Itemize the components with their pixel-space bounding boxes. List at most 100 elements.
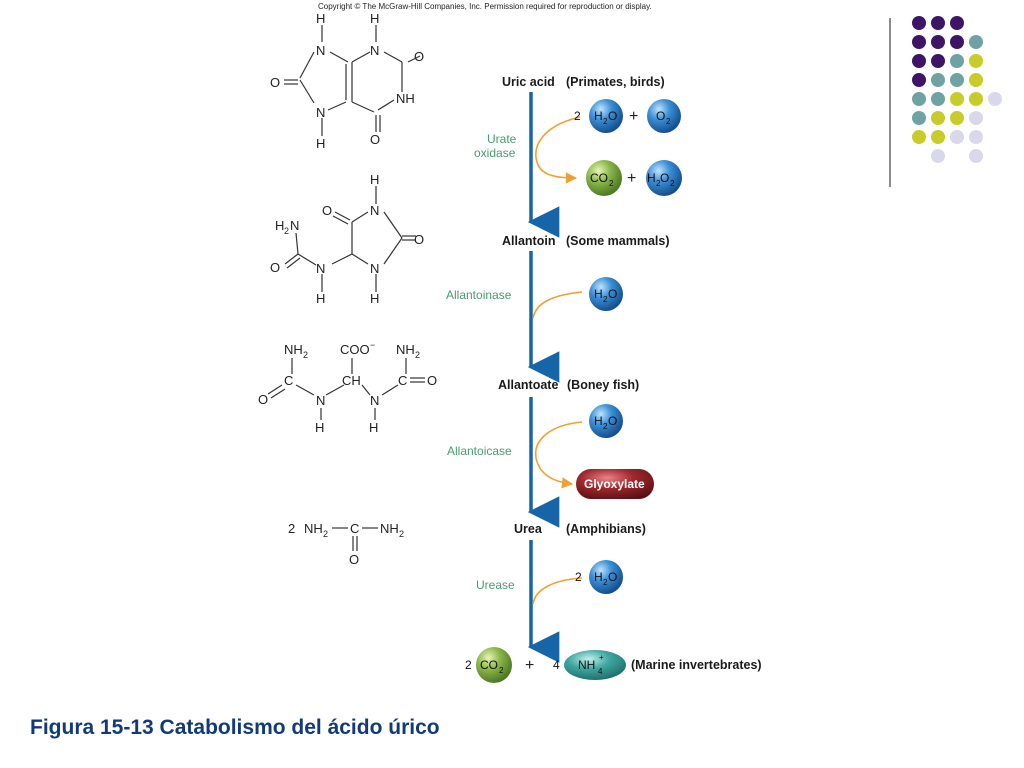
svg-text:N: N bbox=[316, 393, 325, 408]
decorative-dot bbox=[969, 35, 983, 49]
svg-text:2: 2 bbox=[284, 226, 289, 236]
svg-text:O: O bbox=[349, 552, 359, 567]
svg-text:+: + bbox=[525, 657, 534, 674]
svg-text:NH: NH bbox=[396, 91, 415, 106]
decorative-dot bbox=[912, 92, 926, 106]
decorative-dot bbox=[931, 130, 945, 144]
svg-text:COO: COO bbox=[340, 342, 370, 357]
svg-text:2: 2 bbox=[399, 529, 404, 539]
svg-text:N: N bbox=[370, 393, 379, 408]
organisms-uric-acid: (Primates, birds) bbox=[566, 75, 665, 89]
svg-text:N: N bbox=[370, 261, 379, 276]
svg-text:H: H bbox=[594, 570, 603, 584]
svg-text:O: O bbox=[322, 203, 332, 218]
svg-text:H: H bbox=[594, 109, 603, 123]
enzyme-allantoinase: Allantoinase bbox=[446, 288, 512, 302]
svg-text:2: 2 bbox=[575, 570, 582, 584]
decorative-dot bbox=[950, 16, 964, 30]
organisms-allantoate: (Boney fish) bbox=[567, 378, 639, 392]
glyoxylate-pill bbox=[576, 469, 654, 499]
svg-text:+: + bbox=[599, 653, 604, 662]
svg-text:H: H bbox=[370, 291, 379, 306]
decorative-dot bbox=[950, 130, 964, 144]
svg-text:2: 2 bbox=[323, 529, 328, 539]
organisms-final: (Marine invertebrates) bbox=[631, 658, 762, 672]
svg-text:O: O bbox=[414, 232, 424, 247]
decorative-dot bbox=[931, 92, 945, 106]
svg-text:O: O bbox=[660, 171, 669, 185]
svg-text:+: + bbox=[629, 108, 638, 125]
co2-coefficient: 2 bbox=[465, 658, 472, 672]
water-molecule-ball bbox=[589, 560, 623, 594]
svg-text:H: H bbox=[594, 287, 603, 301]
enzyme-urate-oxidase-line1: Urate bbox=[487, 132, 517, 146]
uric-acid-structure: H H N N O O NH N H O bbox=[270, 11, 424, 151]
svg-text:O: O bbox=[370, 132, 380, 147]
water-molecule-ball bbox=[589, 99, 623, 133]
svg-text:+: + bbox=[627, 170, 636, 187]
svg-text:2: 2 bbox=[574, 109, 581, 123]
svg-text:N: N bbox=[316, 43, 325, 58]
svg-text:−: − bbox=[370, 340, 375, 350]
compound-urea: Urea bbox=[514, 522, 543, 536]
svg-text:C: C bbox=[284, 373, 293, 388]
compound-uric-acid: Uric acid bbox=[502, 75, 555, 89]
svg-text:2: 2 bbox=[603, 117, 608, 126]
decorative-dot bbox=[950, 92, 964, 106]
svg-text:H: H bbox=[594, 414, 603, 428]
side-arrows bbox=[532, 116, 583, 605]
svg-text:2: 2 bbox=[603, 578, 608, 587]
svg-text:H: H bbox=[316, 11, 325, 26]
organisms-allantoin: (Some mammals) bbox=[566, 234, 670, 248]
svg-text:2: 2 bbox=[603, 295, 608, 304]
svg-text:C: C bbox=[350, 521, 359, 536]
decorative-dot bbox=[931, 149, 945, 163]
decorative-dot bbox=[988, 92, 1002, 106]
svg-text:C: C bbox=[398, 373, 407, 388]
svg-text:H: H bbox=[370, 172, 379, 187]
svg-text:N: N bbox=[290, 218, 299, 233]
svg-text:N: N bbox=[316, 105, 325, 120]
svg-text:2: 2 bbox=[288, 521, 295, 536]
decorative-dot bbox=[950, 73, 964, 87]
svg-text:O: O bbox=[270, 260, 280, 275]
svg-text:2: 2 bbox=[666, 117, 671, 126]
decorative-dot bbox=[969, 111, 983, 125]
decorative-dot bbox=[931, 54, 945, 68]
svg-text:O: O bbox=[258, 392, 268, 407]
decorative-dot bbox=[969, 92, 983, 106]
nh4-coefficient: 4 bbox=[553, 658, 560, 672]
svg-text:O: O bbox=[608, 570, 617, 584]
decorative-dot bbox=[969, 54, 983, 68]
water-molecule-ball bbox=[589, 404, 623, 438]
decorative-dot bbox=[969, 130, 983, 144]
decorative-dot bbox=[912, 73, 926, 87]
svg-text:N: N bbox=[370, 203, 379, 218]
svg-text:H: H bbox=[275, 218, 284, 233]
svg-text:2: 2 bbox=[609, 179, 614, 188]
svg-text:NH: NH bbox=[304, 521, 323, 536]
co2-molecule-ball bbox=[586, 160, 622, 196]
svg-text:H: H bbox=[370, 11, 379, 26]
compound-allantoin: Allantoin bbox=[502, 234, 555, 248]
figure-caption: Figura 15-13 Catabolismo del ácido úrico bbox=[30, 716, 440, 739]
decorative-dot bbox=[912, 130, 926, 144]
svg-text:H: H bbox=[369, 420, 378, 435]
hydrogen-peroxide-ball bbox=[646, 160, 682, 196]
decorative-dot bbox=[931, 35, 945, 49]
glyoxylate-label: Glyoxylate bbox=[584, 477, 645, 491]
svg-text:O: O bbox=[270, 75, 280, 90]
decorative-dot bbox=[931, 16, 945, 30]
compound-allantoate: Allantoate bbox=[498, 378, 558, 392]
decorative-dot bbox=[950, 35, 964, 49]
svg-text:CO: CO bbox=[590, 171, 608, 185]
svg-text:2: 2 bbox=[670, 179, 675, 188]
decorative-dot bbox=[950, 111, 964, 125]
oxygen-molecule-ball bbox=[647, 99, 681, 133]
svg-text:O: O bbox=[608, 109, 617, 123]
svg-text:H: H bbox=[315, 420, 324, 435]
